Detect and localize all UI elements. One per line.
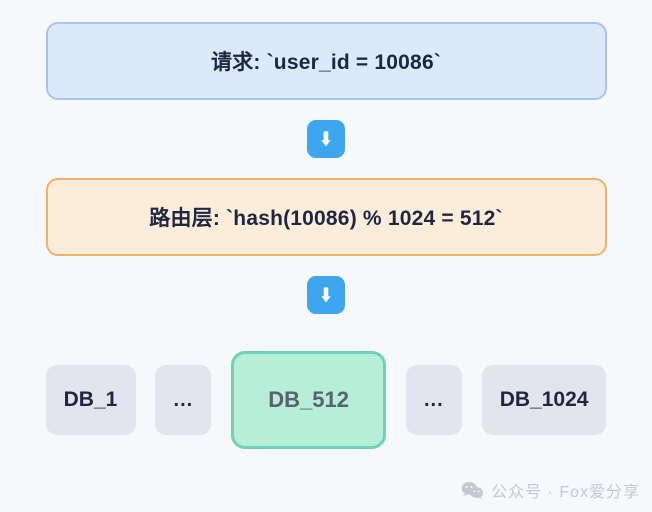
shard-db-1[interactable]: DB_1 (45, 365, 136, 435)
stage-request-box: 请求: `user_id = 10086` (45, 22, 607, 100)
stage-request-label: 请求: `user_id = 10086` (210, 51, 442, 74)
shard-label: DB_1024 (499, 388, 589, 411)
shard-gap-1: ... (155, 365, 212, 435)
shard-label: DB_512 (268, 387, 349, 412)
stage-router-box: 路由层: `hash(10086) % 1024 = 512` (45, 178, 607, 256)
shard-gap-2: ... (405, 365, 462, 435)
connector-1 (307, 100, 345, 178)
stage-router-label: 路由层: `hash(10086) % 1024 = 512` (149, 207, 503, 230)
shard-label: DB_1 (63, 388, 118, 411)
arrow-down-icon (307, 120, 345, 158)
shard-db-1024[interactable]: DB_1024 (481, 365, 607, 435)
shard-label: ... (424, 388, 444, 411)
shard-row: DB_1 ... DB_512 ... DB_1024 (45, 345, 607, 455)
watermark: 公众号 · Fox爱分享 (461, 478, 640, 502)
watermark-text: 公众号 · Fox爱分享 (491, 484, 640, 501)
wechat-icon (461, 481, 484, 500)
connector-2 (307, 256, 345, 334)
shard-label: ... (173, 388, 194, 411)
shard-db-512[interactable]: DB_512 (231, 351, 386, 449)
arrow-down-icon (307, 276, 345, 314)
